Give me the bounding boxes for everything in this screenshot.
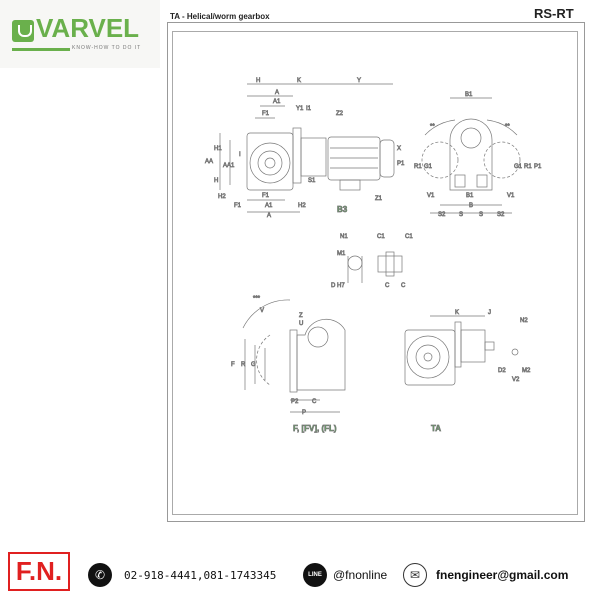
- phone-icon: ✆: [88, 563, 112, 587]
- dim-P: P: [302, 410, 306, 416]
- logo-tagline: KNOW-HOW TO DO IT: [72, 45, 142, 51]
- dim-G1-left: G1: [424, 164, 433, 170]
- dim-angle-left: **: [430, 124, 435, 130]
- drawing-frame-inner: [172, 31, 578, 515]
- dim-angle-right: **: [505, 124, 510, 130]
- dim-P1: P1: [397, 161, 405, 167]
- dim-H2: H2: [218, 194, 226, 200]
- dim-P1-right: P1: [534, 164, 542, 170]
- dim-S1: S1: [308, 178, 316, 184]
- dim-A1: A1: [273, 99, 281, 105]
- dim-I1: I1: [306, 106, 312, 112]
- dim-V2: V2: [512, 377, 520, 383]
- dim-V1-left: V1: [427, 193, 435, 199]
- document-code: RS-RT: [534, 6, 574, 21]
- dim-U: U: [299, 321, 303, 327]
- dim-V1-right: V1: [507, 193, 515, 199]
- caption-flange: F, [FV], (FL): [293, 424, 337, 433]
- fn-logo: F.N.: [8, 552, 70, 591]
- dim-H: H: [256, 78, 260, 84]
- dim-C1-right: C1: [405, 234, 413, 240]
- document-title: TA - Helical/worm gearbox: [170, 12, 270, 21]
- dim-S-right: S: [479, 212, 483, 218]
- dim-S2-right: S2: [497, 212, 505, 218]
- varvel-logo: VARVEL KNOW-HOW TO DO IT: [0, 0, 160, 68]
- dim-R1-right: R1: [524, 164, 532, 170]
- dim-N2: N2: [520, 318, 528, 324]
- dim-G: G: [251, 362, 256, 368]
- dim-S-left: S: [459, 212, 463, 218]
- dim-Z: Z: [299, 313, 303, 319]
- footer-phone[interactable]: 02-918-4441,081-1743345: [124, 569, 277, 582]
- dim-B1-bottom: B1: [466, 193, 474, 199]
- dim-Y: Y: [357, 78, 361, 84]
- dim-H2-bottom: H2: [298, 203, 306, 209]
- varvel-gear-icon: [12, 20, 34, 42]
- dim-N1: N1: [340, 234, 348, 240]
- dim-J: J: [488, 310, 491, 316]
- flange-view: [242, 299, 346, 413]
- dim-H-lower: H: [214, 178, 218, 184]
- dim-D-H7: D H7: [331, 283, 345, 289]
- logo-bar: [12, 48, 70, 51]
- shaft-details: [347, 251, 403, 283]
- dim-S2-left: S2: [438, 212, 446, 218]
- dim-AA1: AA1: [223, 163, 235, 169]
- dim-F1-bottom: F1: [262, 193, 270, 199]
- dim-R1-left: R1: [414, 164, 422, 170]
- dim-M2: M2: [522, 368, 531, 374]
- end-view: [421, 97, 521, 214]
- dim-A: A: [275, 90, 279, 96]
- dim-F1-lower: F1: [234, 203, 242, 209]
- dim-K: K: [297, 78, 301, 84]
- dim-Z1: Z1: [375, 196, 383, 202]
- dim-Z2: Z2: [336, 111, 344, 117]
- dim-P2: P2: [291, 399, 299, 405]
- dim-M1: M1: [337, 251, 346, 257]
- ta-view: [404, 315, 519, 386]
- dim-B1: B1: [465, 92, 473, 98]
- footer-email[interactable]: fnengineer@gmail.com: [436, 568, 569, 582]
- caption-b3: B3: [337, 205, 348, 214]
- footer-line-id[interactable]: @fnonline: [333, 568, 388, 582]
- dim-F: F: [231, 362, 235, 368]
- dim-Y1: Y1: [296, 106, 304, 112]
- dim-X: X: [397, 146, 401, 152]
- dim-C-flange: C: [312, 399, 317, 405]
- logo-name: VARVEL: [36, 13, 140, 43]
- dim-C1-left: C1: [377, 234, 385, 240]
- dim-I: I: [239, 152, 241, 158]
- dim-G1-right: G1: [514, 164, 523, 170]
- dim-C-left: C: [385, 283, 390, 289]
- dim-R: R: [241, 362, 246, 368]
- dim-H1: H1: [214, 146, 222, 152]
- dim-C-right: C: [401, 283, 406, 289]
- b3-side-view: [219, 83, 395, 213]
- dim-V: V: [260, 308, 264, 314]
- drawing-frame-outer: [167, 22, 585, 522]
- dim-angle-flange: ***: [253, 296, 261, 302]
- dim-A1-bottom: A1: [265, 203, 273, 209]
- dim-K-ta: K: [455, 310, 459, 316]
- caption-ta: TA: [431, 424, 441, 433]
- mail-icon: ✉: [403, 563, 427, 587]
- dim-D2: D2: [498, 368, 506, 374]
- dim-F1: F1: [262, 111, 270, 117]
- dim-AA: AA: [205, 159, 213, 165]
- line-icon: LINE: [303, 563, 327, 587]
- dim-B: B: [469, 203, 473, 209]
- dim-A-bottom: A: [267, 213, 271, 219]
